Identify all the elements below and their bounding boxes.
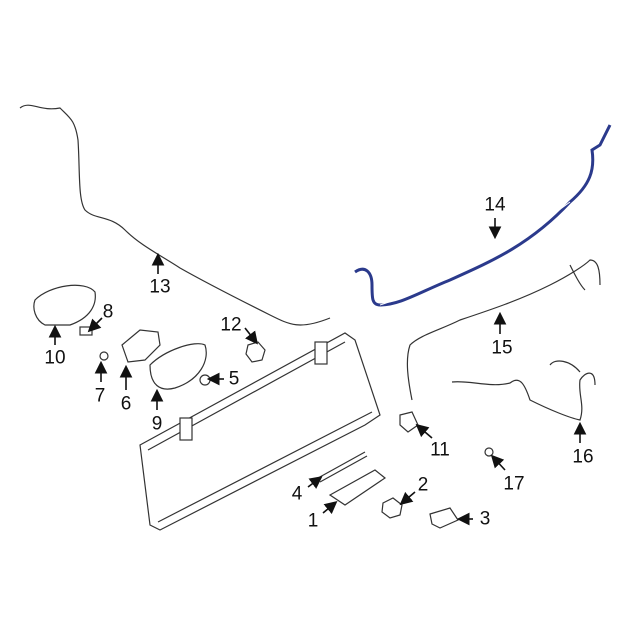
part-10 — [33, 284, 96, 326]
callout-10: 10 — [44, 347, 66, 369]
part-3 — [429, 507, 459, 529]
callout-8: 8 — [102, 301, 114, 323]
callout-7: 7 — [94, 385, 106, 407]
callout-17: 17 — [503, 473, 525, 495]
part-11 — [399, 411, 419, 433]
part-2-nut — [381, 497, 403, 519]
callout-14: 14 — [484, 194, 506, 216]
part-14-harness — [354, 124, 612, 307]
callout-1: 1 — [307, 510, 319, 532]
callout-13: 13 — [149, 276, 171, 298]
callout-15: 15 — [491, 337, 513, 359]
part-8-bolt — [79, 326, 93, 336]
callout-9: 9 — [151, 413, 163, 435]
part-9-cover — [149, 343, 207, 390]
part-15-harness — [406, 259, 601, 401]
part-7-washer — [99, 351, 109, 361]
part-16-harness — [451, 360, 596, 421]
callout-arrows — [48, 218, 587, 526]
callout-16: 16 — [572, 446, 594, 468]
callout-6: 6 — [120, 393, 132, 415]
part-4-arm — [317, 451, 368, 483]
part-12-nut — [245, 341, 266, 363]
callout-5: 5 — [228, 368, 240, 390]
callout-4: 4 — [291, 483, 303, 505]
callout-2: 2 — [417, 474, 429, 496]
callout-11: 11 — [430, 439, 450, 461]
liftgate-glass — [139, 332, 381, 531]
part-13-harness — [19, 104, 331, 326]
part-17 — [484, 447, 494, 457]
part-6-motor — [121, 329, 161, 363]
part-5-grommet — [199, 374, 211, 386]
part-1-arm — [328, 469, 387, 506]
callout-12: 12 — [220, 314, 242, 336]
callout-3: 3 — [479, 508, 491, 530]
glass-hinge-left — [179, 417, 193, 441]
glass-hinge-right — [314, 341, 328, 365]
